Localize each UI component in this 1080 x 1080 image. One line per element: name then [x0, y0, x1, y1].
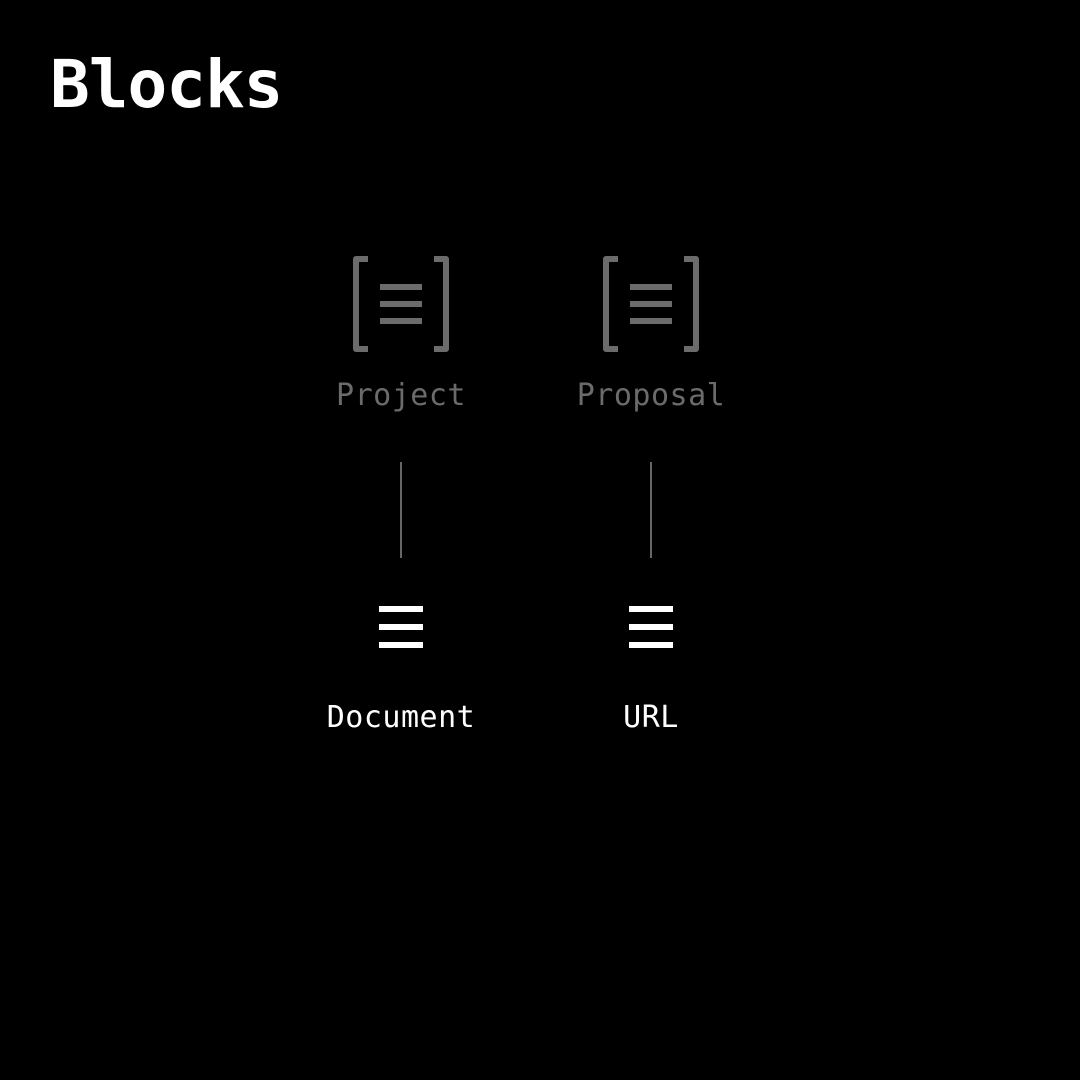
connector-line	[400, 462, 402, 558]
container-label-proposal: Proposal	[576, 378, 726, 413]
block-column-proposal: Proposal URL	[531, 0, 771, 1080]
container-label-project: Project	[336, 378, 466, 413]
lines-icon	[629, 606, 673, 648]
bracketed-document-icon	[353, 256, 449, 352]
lines-icon	[379, 606, 423, 648]
block-column-project: Project Document	[281, 0, 521, 1080]
child-label-url: URL	[623, 700, 679, 735]
page-title: Blocks	[50, 46, 283, 123]
connector-line	[650, 462, 652, 558]
child-label-document: Document	[326, 700, 476, 735]
bracketed-document-icon	[603, 256, 699, 352]
